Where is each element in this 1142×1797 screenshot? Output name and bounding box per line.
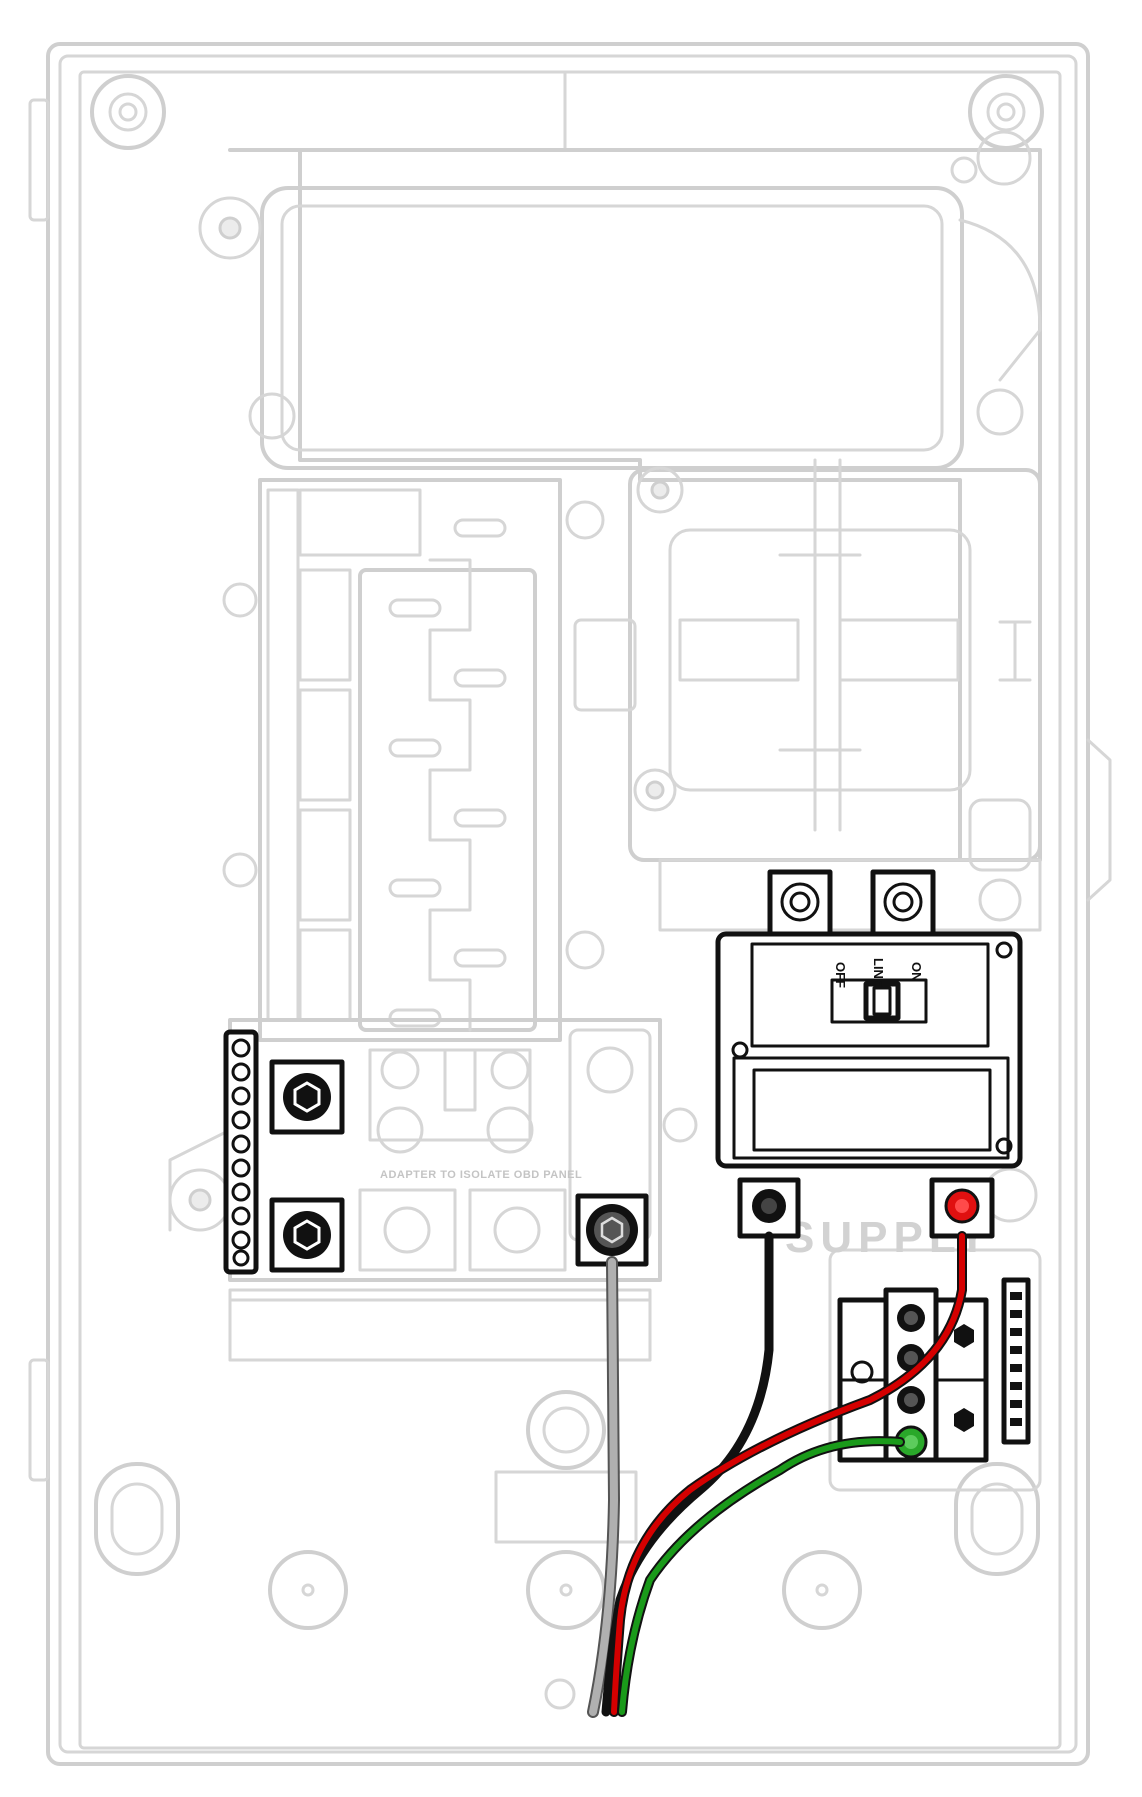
switch-line-label: LINE bbox=[871, 958, 886, 988]
hex-bolt-icon[interactable] bbox=[269, 1197, 345, 1273]
wire-black bbox=[601, 1231, 774, 1717]
terminal-screw-icon[interactable] bbox=[897, 1304, 925, 1332]
terminal-screw-icon[interactable] bbox=[897, 1386, 925, 1414]
mounting-hole-icon bbox=[94, 1462, 180, 1576]
hex-bolt-icon[interactable] bbox=[575, 1193, 649, 1267]
disconnect-switch[interactable]: OFF LINE ON bbox=[715, 869, 1023, 1239]
ground-strip[interactable] bbox=[1001, 1277, 1031, 1445]
vent-grille bbox=[678, 618, 960, 682]
enclosure bbox=[28, 42, 1112, 1766]
mounting-hole-icon bbox=[90, 74, 166, 150]
upper-device bbox=[198, 130, 1042, 872]
wires bbox=[587, 1231, 967, 1718]
ground-bar[interactable] bbox=[223, 1029, 259, 1275]
switch-on-label: ON bbox=[909, 962, 924, 982]
bus-label: ADAPTER TO ISOLATE OBD PANEL bbox=[380, 1169, 582, 1181]
switch-off-label: OFF bbox=[833, 962, 848, 988]
mounting-hole-icon bbox=[954, 1462, 1040, 1576]
mounting-hole-icon bbox=[968, 74, 1044, 150]
hex-bolt-icon[interactable] bbox=[269, 1059, 345, 1135]
breaker-panel: ADAPTER TO ISOLATE OBD PANEL bbox=[168, 478, 662, 1362]
